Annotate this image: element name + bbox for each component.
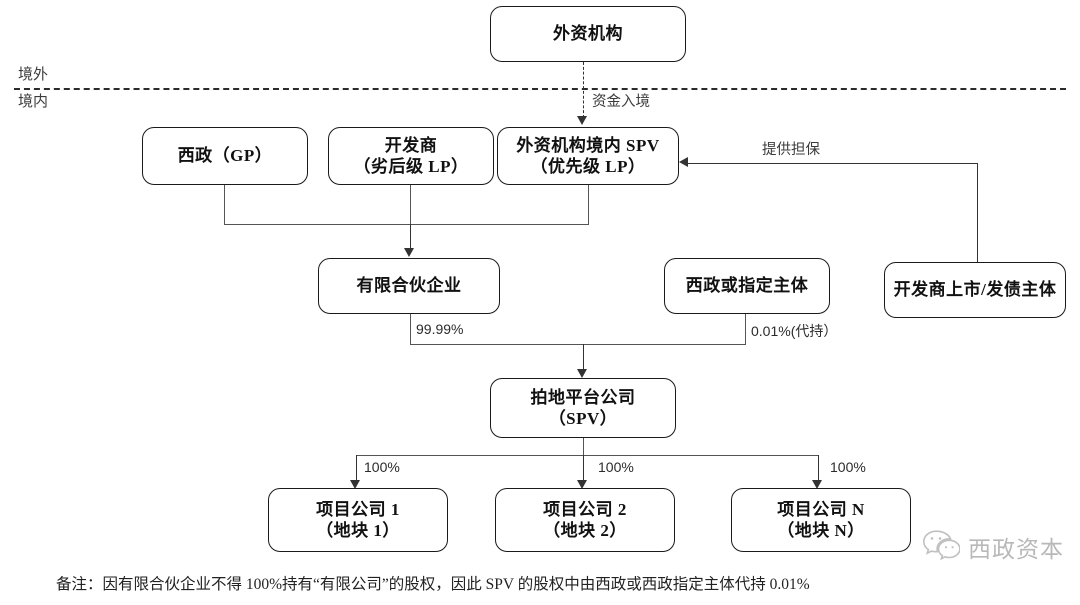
watermark-label: 西政资本 — [968, 536, 1064, 562]
node-developer-label-line2: （劣后级 LP） — [353, 157, 469, 176]
edge-developer-down-leg — [410, 185, 412, 225]
edge-spv-down-leg — [588, 185, 590, 225]
edge-to-limited-partnership-line — [410, 224, 412, 250]
edge-to-project-n-arrowhead — [812, 480, 822, 489]
edge-label-pct-100-c: 100% — [830, 459, 866, 475]
edge-lp-ownership-leg — [410, 314, 412, 345]
edge-partners-bus — [224, 224, 589, 226]
node-onshore-spv-label-line1: 外资机构境内 SPV — [516, 135, 660, 155]
edge-to-limited-partnership-arrowhead — [404, 248, 414, 257]
offshore-onshore-boundary-line — [14, 88, 1066, 90]
edge-guarantee-horizontal — [688, 163, 978, 165]
edge-to-project-n-line — [818, 455, 820, 482]
edge-label-pct-100-b: 100% — [598, 459, 634, 475]
edge-guarantee-vertical — [977, 163, 979, 263]
node-project-company-n-label-line1: 项目公司 N — [777, 499, 865, 519]
node-land-platform-spv[interactable]: 拍地平台公司 （SPV） — [490, 378, 676, 438]
edge-to-land-platform-line — [583, 344, 585, 371]
node-foreign-institution[interactable]: 外资机构 — [490, 6, 686, 62]
node-developer-listed-entity[interactable]: 开发商上市/发债主体 — [884, 262, 1066, 318]
node-xizheng-or-designee[interactable]: 西政或指定主体 — [664, 258, 830, 314]
wechat-icon — [922, 528, 961, 565]
node-limited-partnership-label: 有限合伙企业 — [356, 276, 462, 296]
edge-to-project-2-line — [583, 455, 585, 482]
edge-label-capital-inflow: 资金入境 — [592, 94, 650, 110]
node-project-company-2-label-line2: （地块 2） — [543, 521, 627, 540]
edge-capital-inflow-arrowhead — [577, 116, 587, 125]
node-project-company-2-label-line1: 项目公司 2 — [543, 499, 627, 519]
node-onshore-spv-label-line2: （优先级 LP） — [530, 157, 646, 176]
node-xizheng-gp-label: 西政（GP） — [177, 146, 273, 166]
edge-guarantee-arrowhead — [679, 157, 688, 167]
node-land-platform-spv-label-line2: （SPV） — [548, 409, 618, 428]
edge-to-project-2-arrowhead — [577, 480, 587, 489]
node-limited-partnership[interactable]: 有限合伙企业 — [318, 258, 500, 314]
edge-label-provide-guarantee: 提供担保 — [762, 142, 820, 158]
edge-to-land-platform-arrowhead — [577, 369, 587, 378]
edge-designee-ownership-leg — [745, 314, 747, 345]
node-project-company-n[interactable]: 项目公司 N （地块 N） — [731, 488, 911, 552]
node-land-platform-spv-label-line1: 拍地平台公司 — [530, 387, 636, 407]
node-developer-label-line1: 开发商 — [384, 135, 438, 155]
node-xizheng-gp[interactable]: 西政（GP） — [142, 127, 308, 185]
node-onshore-spv[interactable]: 外资机构境内 SPV （优先级 LP） — [497, 127, 679, 185]
node-project-company-1-label-line1: 项目公司 1 — [316, 499, 400, 519]
node-project-company-n-label-line2: （地块 N） — [777, 521, 865, 540]
edge-spv-down-stem — [583, 438, 585, 456]
node-project-company-1[interactable]: 项目公司 1 （地块 1） — [268, 488, 448, 552]
edge-label-pct-0-01: 0.01%(代持） — [751, 323, 838, 339]
node-developer-listed-entity-label: 开发商上市/发债主体 — [893, 280, 1057, 300]
edge-label-pct-100-a: 100% — [364, 459, 400, 475]
edge-project-companies-bus — [356, 455, 819, 457]
node-foreign-institution-label: 外资机构 — [553, 24, 623, 44]
edge-ownership-bus — [410, 344, 746, 346]
edge-gp-down-leg — [224, 185, 226, 225]
node-project-company-2[interactable]: 项目公司 2 （地块 2） — [495, 488, 675, 552]
edge-to-project-1-arrowhead — [350, 480, 360, 489]
edge-capital-inflow-line — [583, 62, 584, 118]
boundary-label-offshore: 境外 — [18, 67, 49, 83]
watermark: 西政资本 — [922, 528, 1064, 565]
edge-to-project-1-line — [356, 455, 358, 482]
footnote-text: 备注：因有限合伙企业不得 100%持有“有限公司”的股权，因此 SPV 的股权中… — [56, 576, 810, 593]
node-developer[interactable]: 开发商 （劣后级 LP） — [328, 127, 494, 185]
node-project-company-1-label-line2: （地块 1） — [316, 521, 400, 540]
boundary-label-onshore: 境内 — [18, 94, 49, 110]
edge-label-pct-99-99: 99.99% — [416, 321, 464, 337]
node-xizheng-or-designee-label: 西政或指定主体 — [685, 276, 809, 296]
